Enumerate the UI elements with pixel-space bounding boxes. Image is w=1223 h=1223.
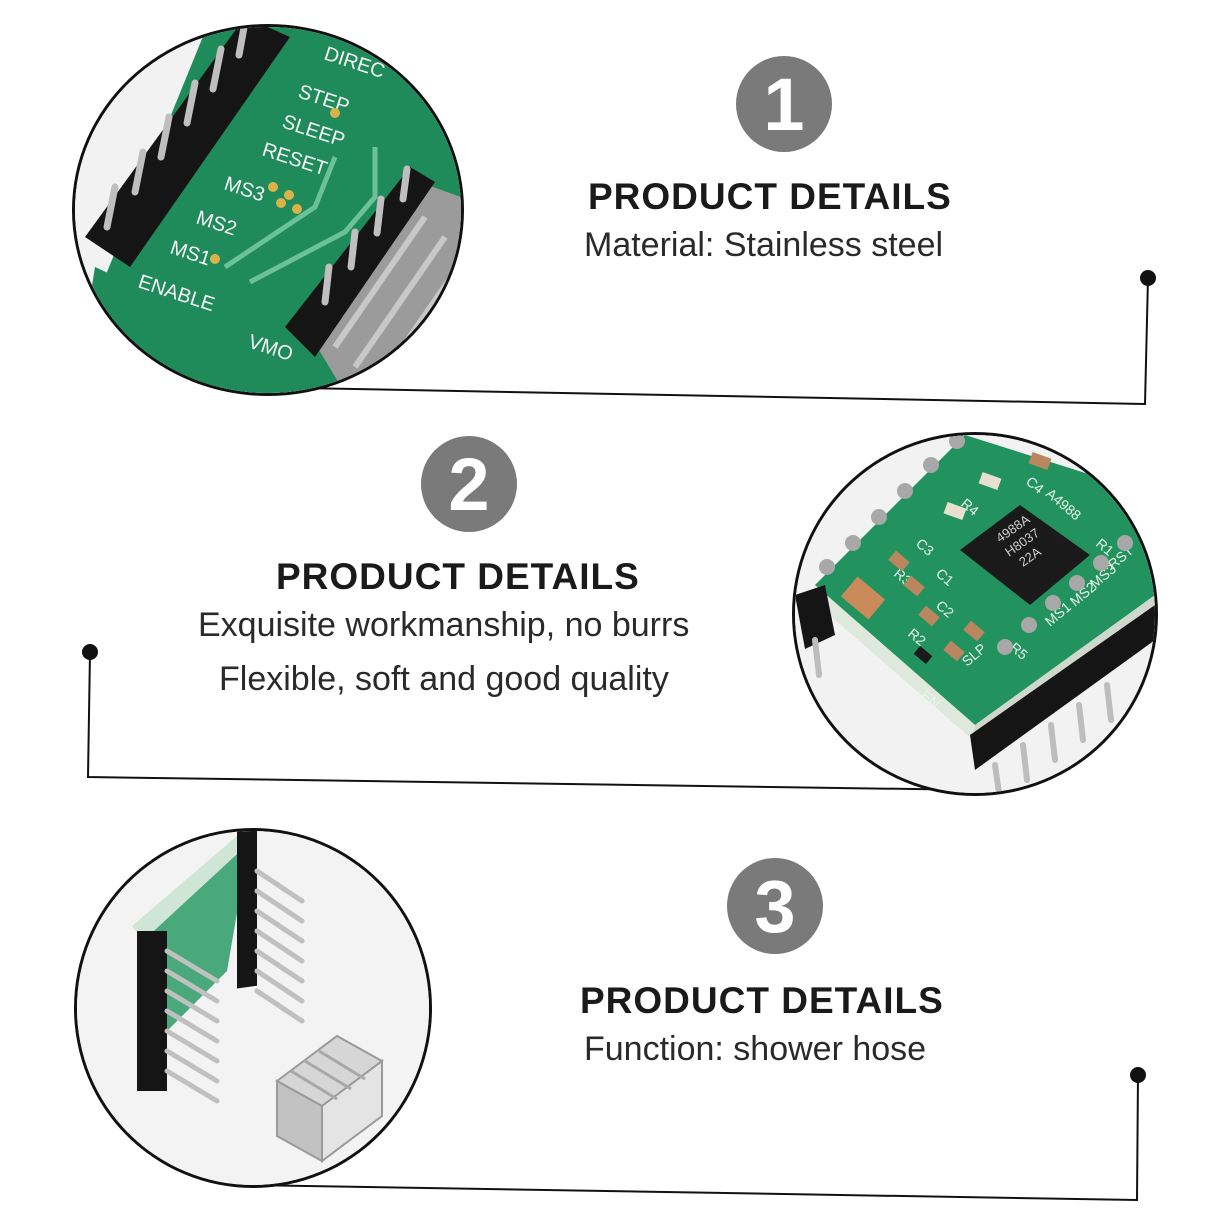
section-1-heading: PRODUCT DETAILS: [588, 176, 952, 217]
step-badge-3: 3: [727, 858, 823, 954]
connector-dot-3: [1130, 1067, 1146, 1083]
product-photo-3: [74, 828, 432, 1188]
section-3-heading: PRODUCT DETAILS: [580, 980, 944, 1021]
product-photo-1: DIREC STEP SLEEP RESET MS3 MS2 MS1 ENABL…: [72, 24, 464, 396]
section-1-line-1: Material: Stainless steel: [584, 226, 944, 264]
section-2-line-1: Exquisite workmanship, no burrs: [198, 606, 690, 644]
connector-dot-1: [1140, 270, 1156, 286]
section-2-heading: PRODUCT DETAILS: [276, 556, 640, 597]
step-badge-2: 2: [421, 436, 517, 532]
connector-dot-2: [82, 644, 98, 660]
connector-line-1: [299, 277, 1149, 406]
step-badge-1: 1: [736, 56, 832, 152]
product-photo-2: 4988A H8037 22A A4988 EN MS1 MS2 MS3 RST…: [792, 432, 1158, 796]
connector-line-2: [86, 651, 981, 791]
section-3-line-1: Function: shower hose: [584, 1030, 927, 1068]
section-2-line-2: Flexible, soft and good quality: [219, 660, 669, 698]
connector-line-3: [249, 1074, 1139, 1202]
